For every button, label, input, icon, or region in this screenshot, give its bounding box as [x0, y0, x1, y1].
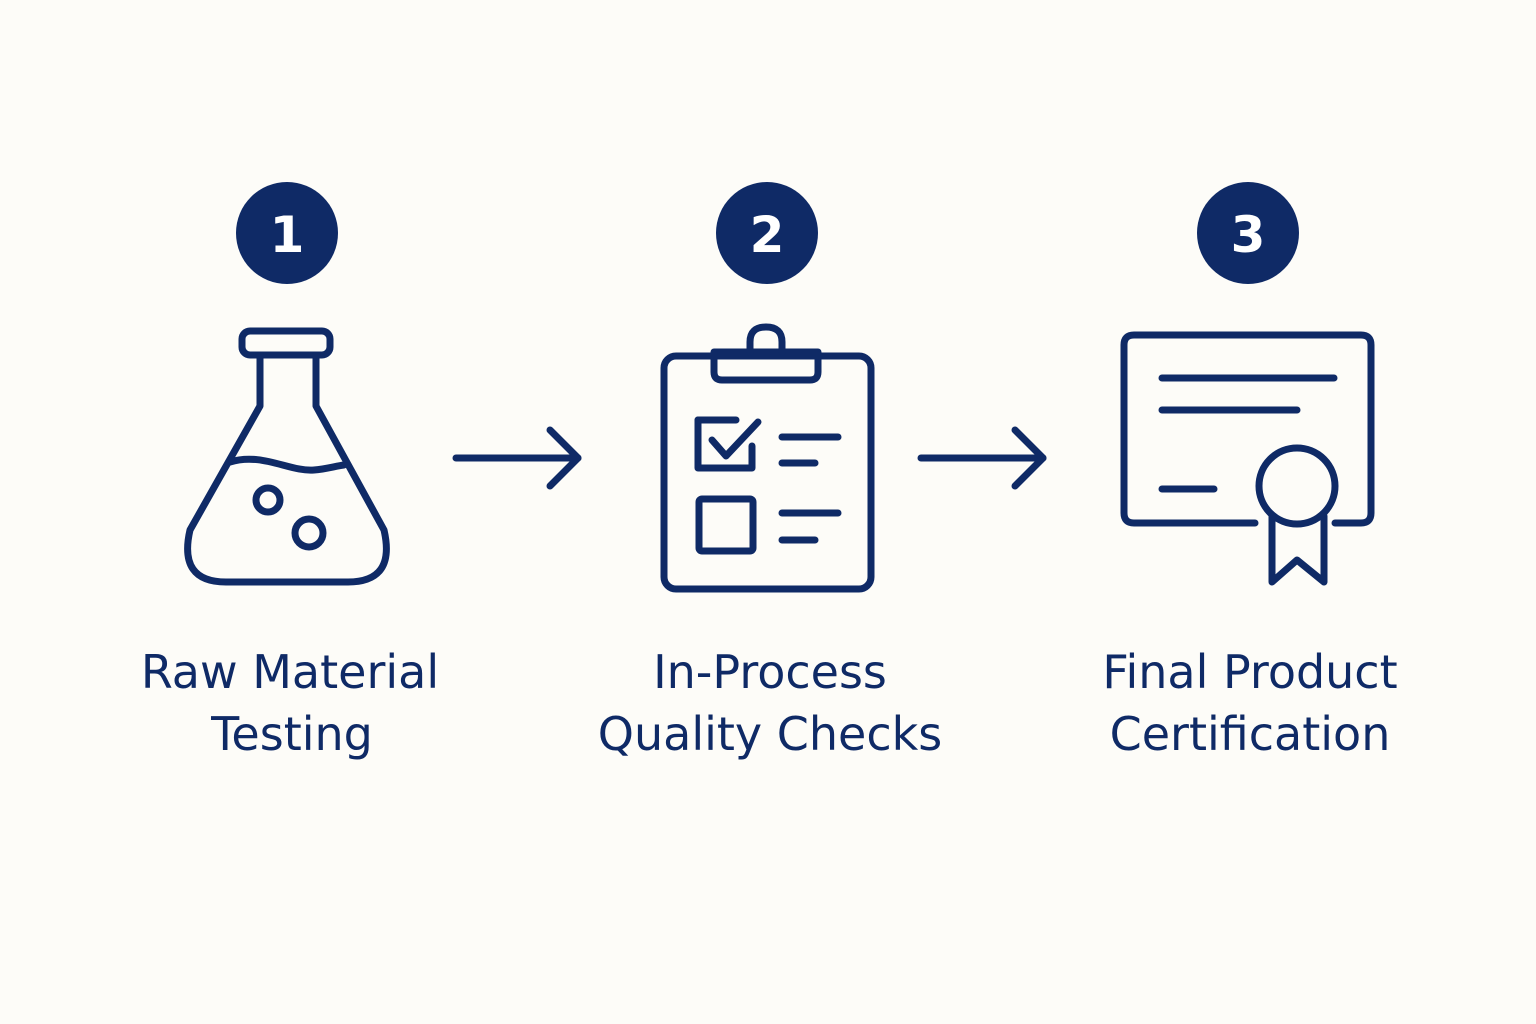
- step-number-circle: [1197, 182, 1299, 284]
- step-label-line-2: Quality Checks: [598, 707, 942, 761]
- step-number: 2: [750, 206, 785, 264]
- step-label-line-2: Certification: [1110, 707, 1391, 761]
- step-number: 3: [1231, 206, 1266, 264]
- step-1: 1 Raw Material Testing: [141, 182, 439, 761]
- step-label-line-1: In-Process: [653, 645, 887, 699]
- certificate-icon: [1120, 331, 1375, 586]
- step-number-badge: 1: [236, 182, 338, 284]
- step-number-badge: 2: [716, 182, 818, 284]
- arrow-right-icon: [917, 426, 1047, 490]
- step-label-line-1: Final Product: [1102, 645, 1397, 699]
- flask-icon: [184, 327, 390, 586]
- step-number: 1: [270, 206, 305, 264]
- step-number-circle: [716, 182, 818, 284]
- clipboard-checklist-icon: [660, 323, 875, 593]
- step-label-line-2: Testing: [210, 707, 373, 761]
- step-label: Raw Material Testing: [141, 645, 439, 761]
- step-number-badge: 3: [1197, 182, 1299, 284]
- step-label-line-1: Raw Material: [141, 645, 439, 699]
- step-2: 2 In-Process Quality Checks: [598, 182, 942, 761]
- step-3: 3 Final Product Certification: [1102, 182, 1398, 761]
- step-label: In-Process Quality Checks: [598, 645, 942, 761]
- step-label: Final Product Certification: [1102, 645, 1397, 761]
- arrow-right-icon: [452, 426, 582, 490]
- step-number-circle: [236, 182, 338, 284]
